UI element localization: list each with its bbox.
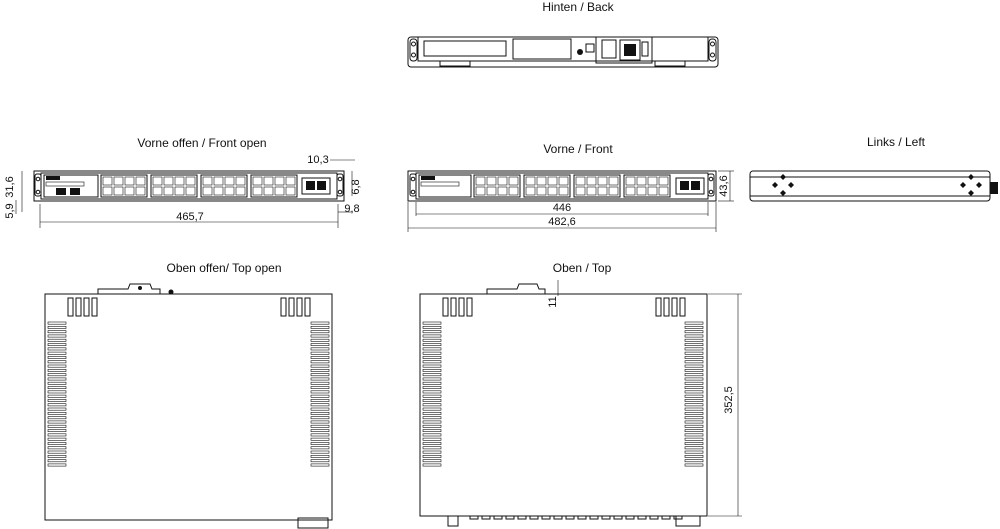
top-view: Oben / Top 11 352,5 [419, 261, 742, 527]
front-outer-width-dim: 482,6 [548, 216, 576, 228]
left-view-title: Links / Left [867, 135, 926, 149]
top-view-title: Oben / Top [553, 261, 612, 275]
front-open-top-right-dim: 10,3 [307, 154, 328, 166]
front-height-dim: 43,6 [718, 175, 730, 196]
top-depth-dim: 352,5 [723, 386, 735, 414]
back-view: Hinten / Back [407, 0, 719, 68]
left-view: Links / Left [749, 135, 998, 202]
top-offset-dim: 11 [547, 296, 559, 307]
front-inner-width-dim: 446 [553, 202, 571, 214]
front-view-title: Vorne / Front [543, 142, 613, 156]
left-mount-holes-right [960, 174, 982, 196]
front-open-bottom-left-dim: 5,9 [4, 203, 16, 218]
front-open-view-title: Vorne offen / Front open [137, 136, 266, 150]
back-view-title: Hinten / Back [542, 0, 614, 14]
front-open-bottom-right-dim: 9,8 [344, 203, 359, 215]
top-open-view-title: Oben offen/ Top open [167, 261, 282, 275]
front-open-view: Vorne offen / Front open 465,7 10,3 31 [4, 136, 362, 228]
front-view: Vorne / Front 446 482,6 43,6 [407, 142, 734, 232]
front-open-width-dim: 465,7 [176, 211, 204, 223]
left-mount-holes-left [772, 174, 794, 196]
top-open-view: Oben offen/ Top open [44, 261, 333, 529]
front-open-height-dim: 31,6 [4, 176, 16, 197]
front-open-small-right-dim: 6,8 [350, 179, 362, 194]
